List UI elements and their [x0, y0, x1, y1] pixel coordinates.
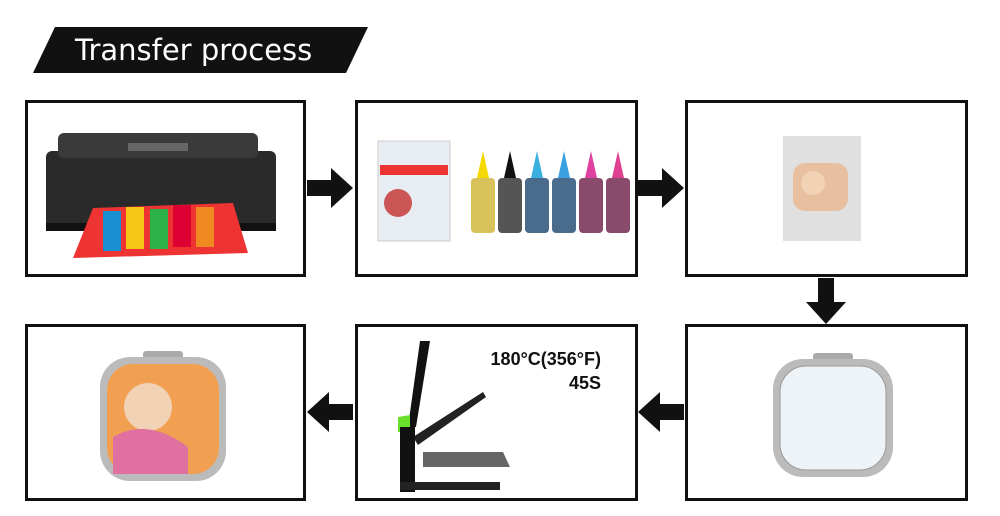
step-blank-mirror: [685, 324, 968, 501]
step-heat-press: 180°C(356°F) 45S: [355, 324, 638, 501]
blank-compact-mirror-icon: [773, 353, 893, 477]
heat-press-icon: [398, 341, 510, 492]
title-banner: Transfer process: [33, 27, 368, 73]
arrow-right-icon: [307, 168, 353, 208]
arrow-down-icon: [806, 278, 846, 324]
printed-compact-mirror-icon: [100, 351, 226, 481]
arrow-right-icon: [638, 168, 684, 208]
step-print: [25, 100, 306, 277]
arrow-left-icon: [638, 392, 684, 432]
title: Transfer process: [75, 33, 313, 67]
printer-icon: [46, 133, 276, 258]
printed-photo-icon: [783, 136, 861, 241]
paper-and-inks-icon: [377, 140, 630, 242]
step-printed-transfer: [685, 100, 968, 277]
temperature-label: 180°C(356°F): [490, 349, 601, 369]
time-label: 45S: [568, 373, 601, 393]
step-supplies: [355, 100, 638, 277]
step-finished-mirror: [25, 324, 306, 501]
arrow-left-icon: [307, 392, 353, 432]
